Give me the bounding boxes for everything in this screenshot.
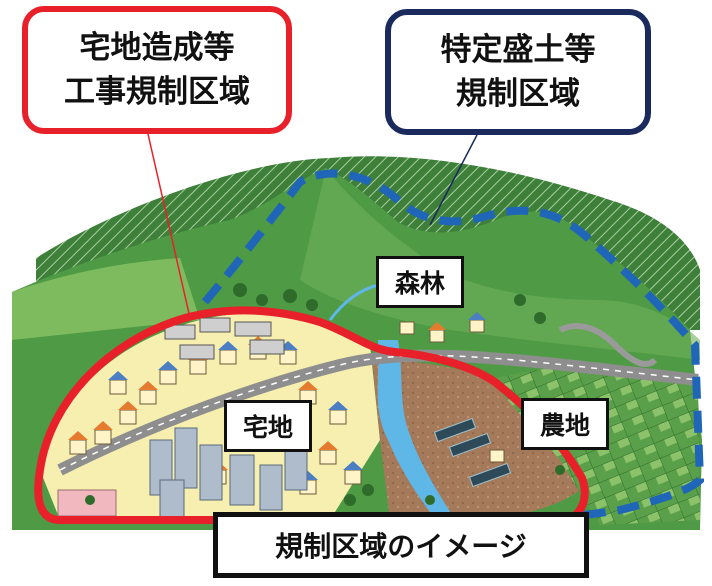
housing-complex bbox=[164, 317, 285, 360]
callout-a-line1: 宅地造成等 bbox=[79, 30, 235, 66]
farmland-label: 農地 bbox=[521, 398, 609, 450]
trees bbox=[85, 283, 565, 506]
apartment-buildings bbox=[149, 427, 308, 521]
stream bbox=[328, 283, 379, 321]
hill-shade bbox=[300, 168, 700, 360]
river bbox=[377, 340, 458, 525]
left-meadow bbox=[12, 258, 200, 340]
diagram-caption: 規制区域のイメージ bbox=[213, 512, 589, 578]
residential-development-zone-callout: 宅地造成等 工事規制区域 bbox=[22, 6, 292, 134]
callout-a-line2: 工事規制区域 bbox=[64, 74, 250, 110]
mountain-road bbox=[558, 323, 658, 367]
specified-fill-zone-callout: 特定盛土等 規制区域 bbox=[385, 9, 651, 135]
callout-a-leader bbox=[147, 133, 191, 319]
residential-label: 宅地 bbox=[224, 400, 312, 452]
callout-b-leader bbox=[429, 134, 478, 226]
forest-label: 森林 bbox=[376, 256, 464, 308]
callout-b-line2: 規制区域 bbox=[456, 76, 580, 112]
callout-b-line1: 特定盛土等 bbox=[440, 32, 596, 68]
greenhouses bbox=[433, 417, 512, 488]
